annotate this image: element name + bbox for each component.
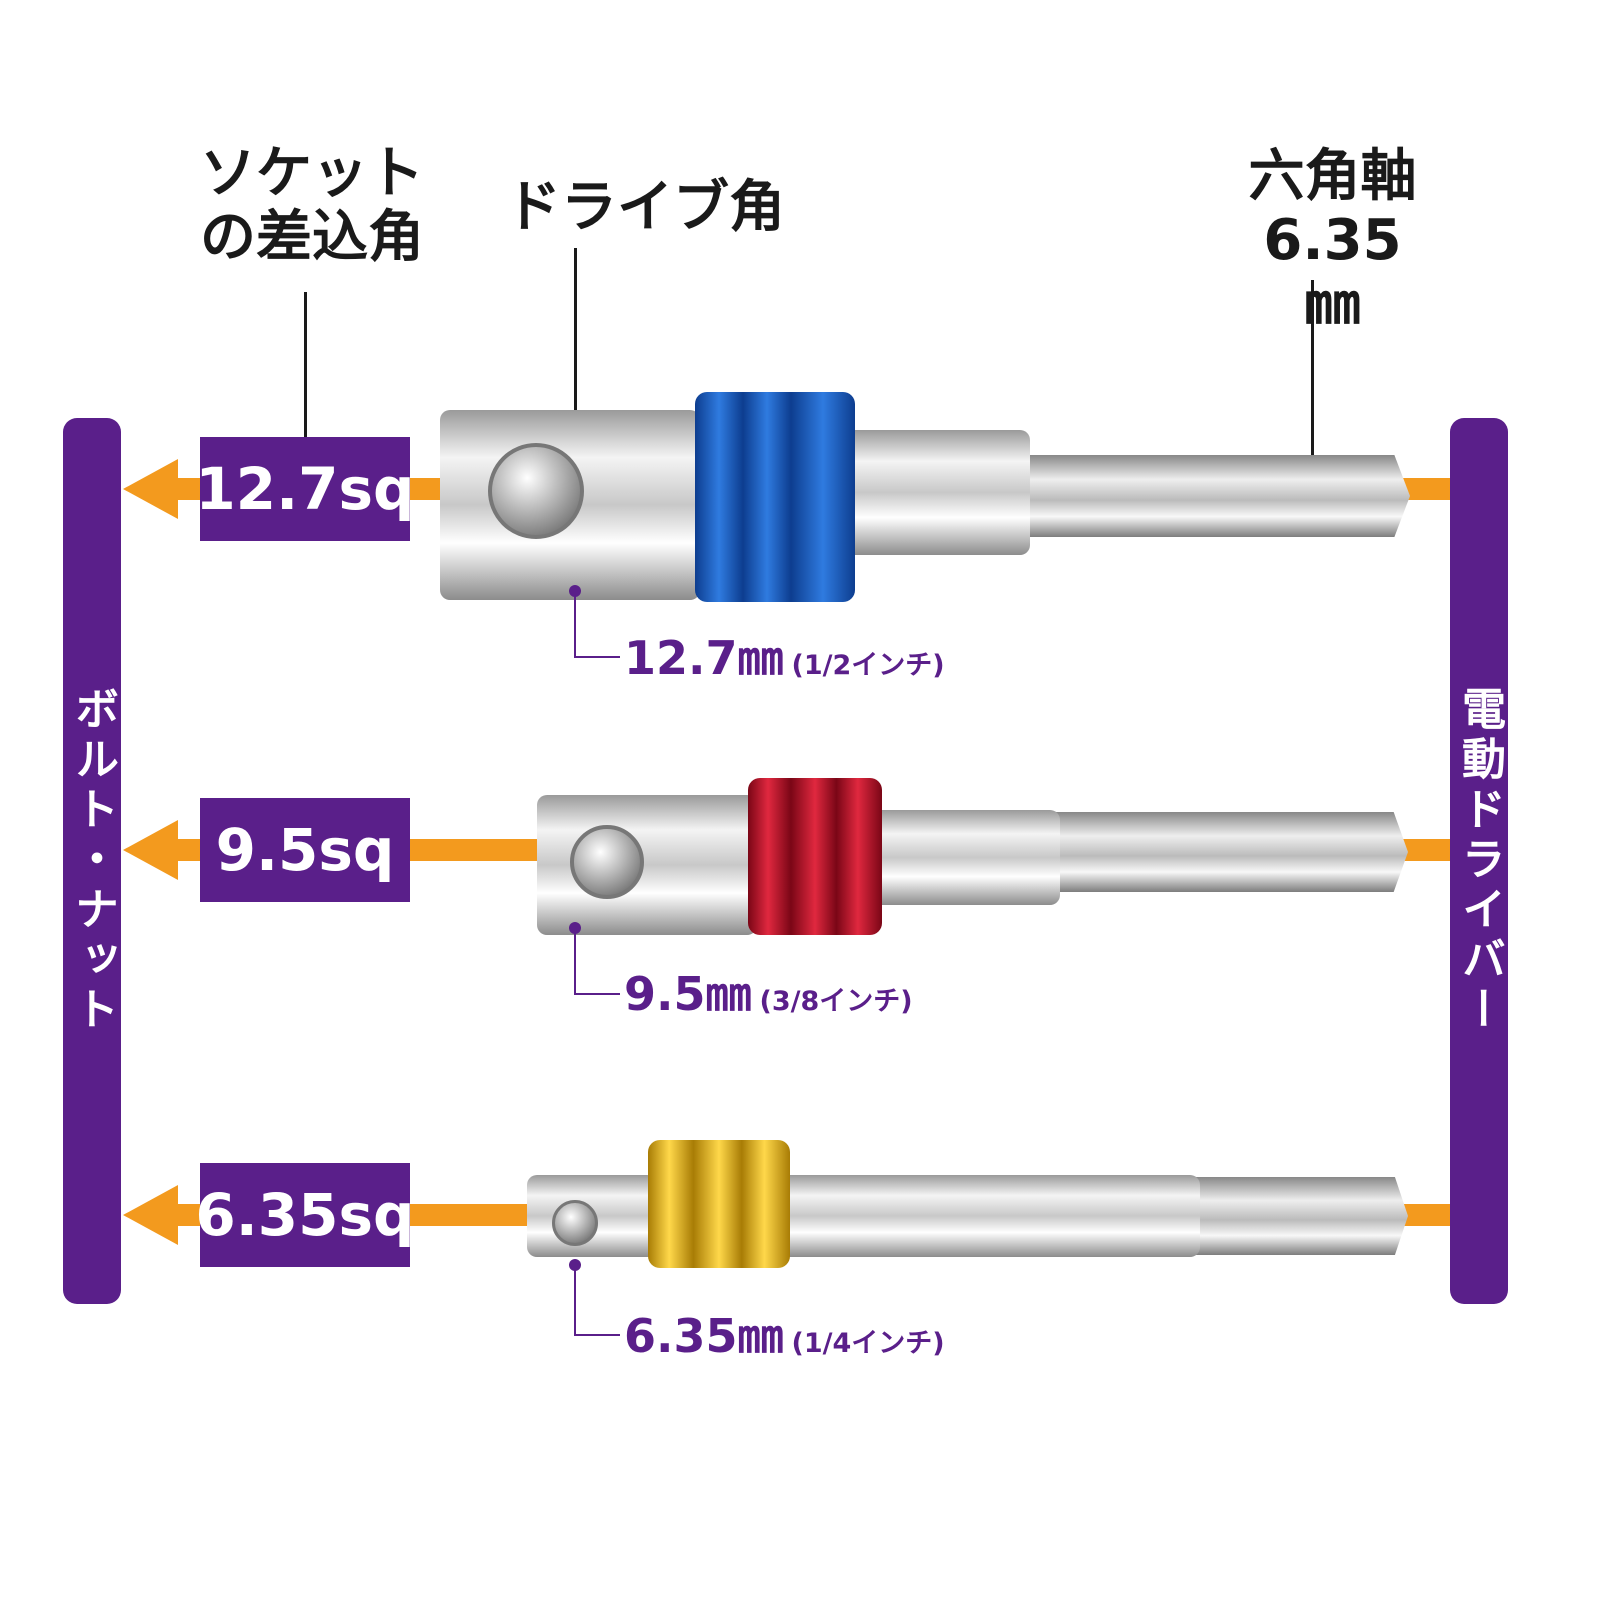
hex-leader-line <box>1311 280 1314 455</box>
red-collar <box>748 778 882 935</box>
detent-ball <box>570 825 644 899</box>
callout-line <box>574 993 620 995</box>
power-driver-bar: 電動ドライバー <box>1450 418 1508 1304</box>
hex-shank <box>1050 812 1408 892</box>
socket-header: ソケット の差込角 <box>200 142 424 270</box>
callout-line <box>574 1334 620 1336</box>
blue-collar <box>695 392 855 602</box>
callout-line <box>574 591 576 657</box>
callout-line <box>574 656 620 658</box>
measure-label-1: 12.7㎜(1/2インチ) <box>624 631 945 685</box>
drive-header: ドライブ角 <box>505 175 785 240</box>
socket-header-line1: ソケット <box>200 141 424 206</box>
callout-line <box>574 1265 576 1335</box>
drive-leader-line <box>574 248 577 410</box>
yellow-collar <box>648 1140 790 1268</box>
detent-ball <box>488 443 584 539</box>
hex-header-line1: 六角軸 <box>1248 144 1417 209</box>
sq-label-3: 6.35sq <box>195 1163 415 1267</box>
callout-line <box>574 928 576 994</box>
measure-label-2: 9.5㎜(3/8インチ) <box>624 967 913 1021</box>
arrow-left-icon <box>123 459 178 519</box>
arrow-left-icon <box>123 820 178 880</box>
hex-shank <box>1020 455 1410 537</box>
shaft <box>840 430 1030 555</box>
sq-label-1: 12.7sq <box>195 437 415 541</box>
detent-ball <box>552 1200 598 1246</box>
arrow-left-icon <box>123 1185 178 1245</box>
measure-label-3: 6.35㎜(1/4インチ) <box>624 1309 945 1363</box>
socket-leader-line <box>304 292 307 438</box>
hex-header: 六角軸 6.35㎜ <box>1245 145 1420 337</box>
bolt-nut-bar: ボルト・ナット <box>63 418 121 1304</box>
socket-header-line2: の差込角 <box>200 205 424 270</box>
hex-header-line2: 6.35㎜ <box>1263 208 1402 337</box>
shaft <box>870 810 1060 905</box>
hex-shank <box>1190 1177 1408 1255</box>
shaft <box>780 1175 1200 1257</box>
sq-label-2: 9.5sq <box>200 798 410 902</box>
